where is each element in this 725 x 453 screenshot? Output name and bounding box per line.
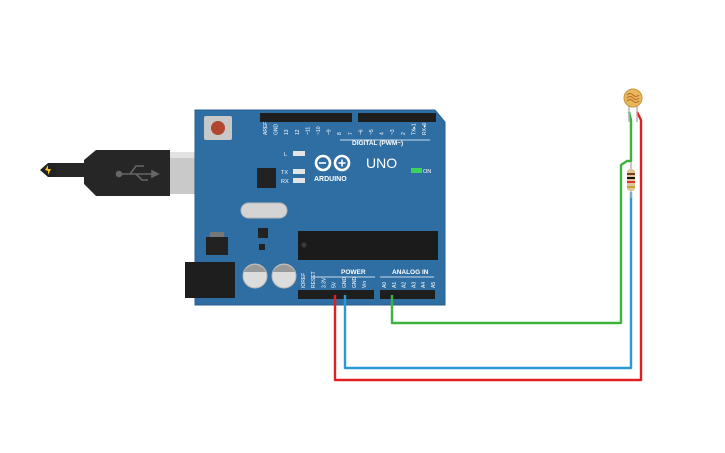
power-pin-labels: IOREF RESET 3.3V 5V GND GND Vin bbox=[301, 271, 368, 288]
usb-symbol-icon bbox=[115, 165, 160, 181]
wire-5v[interactable] bbox=[333, 111, 643, 382]
power-label: POWER bbox=[341, 269, 366, 276]
digital-pin-label-14: TX▸1 bbox=[411, 123, 417, 135]
analog-label: ANALOG IN bbox=[392, 269, 429, 276]
digital-pin-label-7: 8 bbox=[337, 132, 343, 135]
digital-pin-label-11: 4 bbox=[380, 132, 386, 135]
crystal bbox=[240, 202, 288, 219]
digital-pin-label-13: 2 bbox=[401, 132, 407, 135]
infinity-logo-icon bbox=[314, 154, 351, 172]
digital-pin-label-4: ~11 bbox=[305, 127, 311, 135]
analog-pin-label-2: A2 bbox=[402, 282, 408, 288]
digital-pin-labels: AREF GND 13 12 ~11 ~10 ~9 8 7 ~6 ~5 4 ~3 2 TX▸1 RX◂0 bbox=[263, 122, 428, 135]
analog-pin-label-3: A3 bbox=[411, 282, 417, 288]
power-pin-label-4: GND bbox=[342, 277, 348, 289]
power-led bbox=[411, 168, 422, 173]
arduino-uno-board[interactable]: AREF GND 13 12 ~11 ~10 ~9 8 7 ~6 ~5 4 ~3 2 TX▸1 RX◂0 DI… bbox=[185, 109, 446, 306]
power-pin-label-5: GND bbox=[352, 277, 358, 289]
power-pin-label-0: IOREF bbox=[301, 273, 307, 288]
power-pin-label-3: 5V bbox=[332, 281, 338, 288]
reset-button[interactable] bbox=[204, 116, 232, 140]
arduino-logo: ARDUINO UNO bbox=[314, 154, 397, 183]
digital-pin-label-1: GND bbox=[274, 124, 280, 136]
led-label-rx: RX bbox=[281, 179, 289, 185]
brand-label: ARDUINO bbox=[314, 176, 347, 183]
digital-label: DIGITAL (PWM~) bbox=[352, 140, 403, 147]
digital-pin-label-15: RX◂0 bbox=[422, 123, 428, 135]
wire-gnd[interactable] bbox=[343, 192, 633, 370]
digital-pin-label-5: ~10 bbox=[316, 126, 322, 135]
usb-chip bbox=[257, 168, 276, 188]
on-label: ON bbox=[423, 169, 431, 175]
digital-pin-label-8: 7 bbox=[348, 132, 354, 135]
microcontroller-chip bbox=[298, 231, 438, 260]
analog-pin-label-0: A0 bbox=[382, 282, 388, 288]
digital-pin-label-6: ~9 bbox=[327, 129, 333, 135]
analog-pin-label-5: A5 bbox=[431, 282, 437, 288]
power-pin-label-6: Vin bbox=[362, 281, 368, 288]
wire-signal-a1[interactable] bbox=[390, 111, 633, 325]
photoresistor[interactable] bbox=[623, 88, 643, 122]
digital-pin-label-9: ~6 bbox=[358, 129, 364, 135]
power-pin-label-1: RESET bbox=[311, 271, 317, 288]
led-label-l: L bbox=[284, 152, 287, 158]
digital-pin-label-12: ~3 bbox=[390, 129, 396, 135]
power-jack[interactable] bbox=[185, 262, 235, 298]
power-pin-label-2: 3.3V bbox=[321, 277, 327, 288]
digital-pin-label-3: 12 bbox=[295, 129, 301, 135]
digital-pin-label-10: ~5 bbox=[369, 129, 375, 135]
resistor[interactable] bbox=[627, 162, 635, 198]
voltage-regulator bbox=[206, 228, 268, 255]
digital-header bbox=[260, 113, 436, 122]
digital-pin-label-2: 13 bbox=[284, 129, 290, 135]
led-group: L TX RX bbox=[281, 151, 305, 185]
digital-pin-label-0: AREF bbox=[263, 122, 269, 135]
capacitors bbox=[242, 263, 297, 289]
bottom-headers bbox=[298, 290, 435, 299]
analog-pin-label-4: A4 bbox=[421, 282, 427, 288]
analog-pin-label-1: A1 bbox=[392, 282, 398, 288]
lightning-icon bbox=[45, 165, 51, 175]
led-label-tx: TX bbox=[281, 170, 288, 176]
model-label: UNO bbox=[366, 155, 397, 171]
